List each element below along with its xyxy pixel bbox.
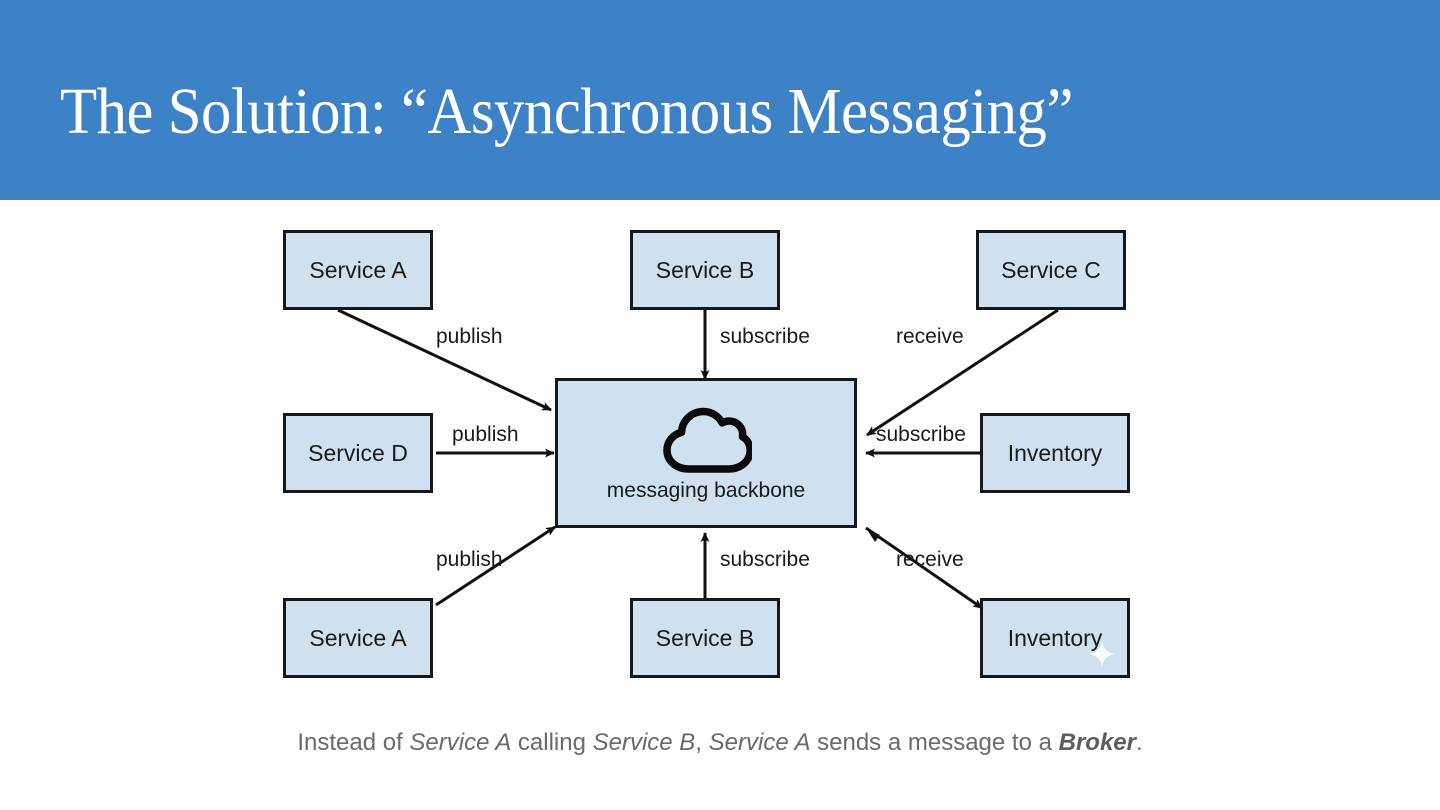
node-inventory-right[interactable]: Inventory: [980, 413, 1130, 493]
edge-label-publish-bottom-left: publish: [436, 548, 503, 571]
caption-em-service-a-2: Service A: [708, 729, 811, 756]
node-label: Inventory: [1007, 439, 1103, 466]
edge-label-subscribe-mid-right: subscribe: [876, 423, 966, 446]
arrow-receive-bottom-right-in: [865, 526, 983, 610]
node-label: Service B: [655, 256, 755, 283]
caption-part-2: calling: [511, 729, 593, 756]
node-label: Service C: [1001, 256, 1101, 283]
slide-caption: Instead of Service A calling Service B, …: [0, 729, 1440, 757]
node-service-b-bottom[interactable]: Service B: [630, 598, 780, 678]
node-label: Inventory: [1007, 624, 1103, 651]
node-service-c-top[interactable]: Service C: [976, 230, 1126, 310]
node-service-a-bottom[interactable]: Service A: [283, 598, 433, 678]
arrowhead-hub-bottom-right: [866, 528, 880, 542]
page-title: The Solution: “Asynchronous Messaging”: [60, 75, 1073, 148]
caption-em-service-a-1: Service A: [409, 729, 512, 756]
edge-label-publish-mid-left: publish: [452, 423, 519, 446]
arrow-publish-bottom-left: [435, 525, 556, 607]
caption-part-1: Instead of: [297, 729, 410, 756]
caption-part-3: ,: [695, 729, 709, 756]
arrow-receive-top-right: [866, 308, 1059, 437]
node-label: Service B: [655, 624, 755, 651]
node-service-d-left[interactable]: Service D: [283, 413, 433, 493]
caption-em-service-b: Service B: [592, 729, 696, 756]
caption-part-5: .: [1135, 729, 1143, 756]
caption-strong-broker: Broker: [1058, 729, 1136, 756]
arrow-publish-top-left: [337, 308, 552, 412]
caption-part-4: sends a message to a: [810, 729, 1059, 756]
slide-header-band: [0, 0, 1440, 200]
messaging-architecture-diagram: Service A Service B Service C Service D …: [258, 205, 1183, 700]
node-service-b-top[interactable]: Service B: [630, 230, 780, 310]
cloud-icon: [660, 407, 754, 478]
hub-label: messaging backbone: [606, 479, 806, 502]
node-label: Service A: [309, 624, 407, 651]
node-messaging-backbone-hub[interactable]: messaging backbone: [555, 378, 857, 528]
edge-label-receive-bottom-right: receive: [896, 548, 964, 571]
edge-label-publish-top-left: publish: [436, 325, 503, 348]
node-service-a-top[interactable]: Service A: [283, 230, 433, 310]
edge-label-subscribe-bottom-middle: subscribe: [720, 548, 810, 571]
edge-label-subscribe-top-middle: subscribe: [720, 325, 810, 348]
node-label: Service A: [309, 256, 407, 283]
node-inventory-bottom[interactable]: Inventory: [980, 598, 1130, 678]
edge-label-receive-top-right: receive: [896, 325, 964, 348]
node-label: Service D: [308, 439, 408, 466]
diagram-arrows-layer: [337, 308, 1059, 610]
